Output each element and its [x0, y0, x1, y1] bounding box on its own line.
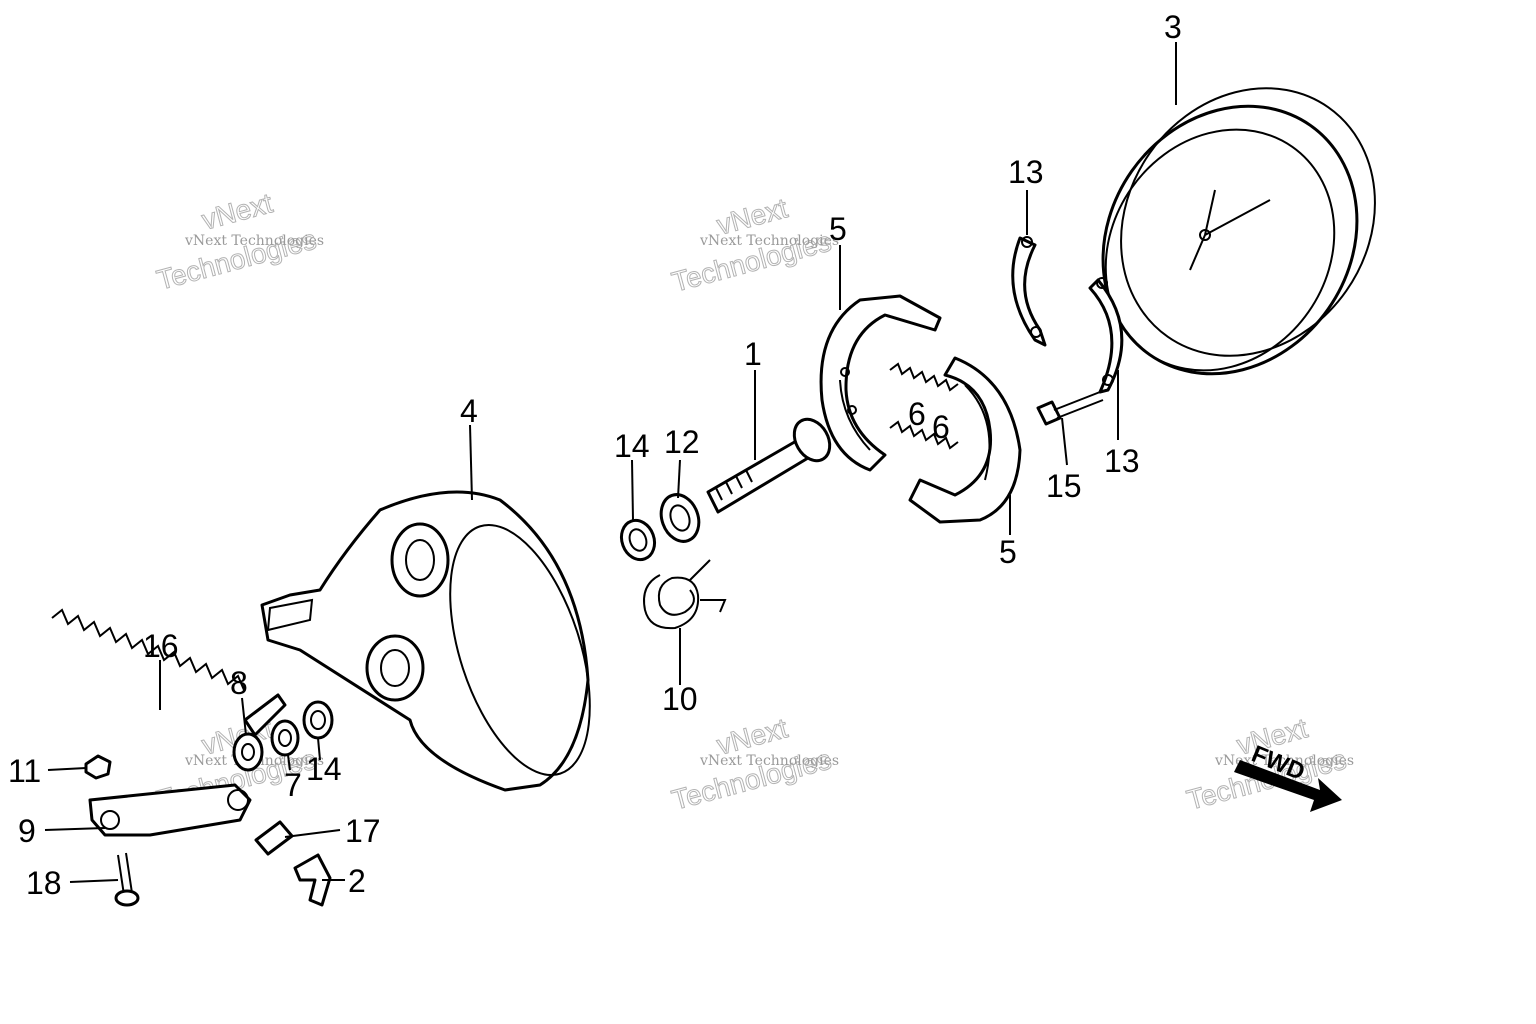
nut [84, 754, 112, 780]
callout-14-upper: 14 [614, 428, 650, 464]
watermark-center-top: vNext Technologies vNext Technologies [668, 192, 839, 299]
callout-11: 11 [8, 753, 41, 789]
watermark-small: vNext Technologies [699, 233, 839, 249]
clip [293, 853, 332, 907]
callout-13-lower: 13 [1104, 443, 1140, 479]
brake-drum [1101, 87, 1376, 376]
callout-17: 17 [345, 813, 381, 849]
shoe-clip-lower [1088, 277, 1124, 394]
torsion-spring [643, 559, 727, 630]
brake-panel [260, 490, 591, 792]
brake-shoe-left [819, 294, 942, 472]
watermark-small: vNext Technologies [699, 753, 839, 769]
callout-9: 9 [18, 813, 36, 849]
callouts: 3 13 13 15 5 5 6 6 1 12 14 4 16 8 7 14 1… [8, 9, 1182, 901]
o-ring [270, 719, 300, 757]
watermark-big-top: vNext [199, 187, 276, 236]
callout-3: 3 [1164, 9, 1182, 45]
brake-arm [88, 783, 252, 837]
forward-arrow-shape [1234, 760, 1342, 812]
return-spring-lower [889, 420, 959, 450]
callout-6-right: 6 [932, 409, 950, 445]
oil-seal-lower [302, 700, 334, 740]
callout-12: 12 [664, 424, 700, 460]
callout-6-left: 6 [908, 396, 926, 432]
callout-18: 18 [26, 865, 62, 901]
callout-13-upper: 13 [1008, 154, 1044, 190]
leader-lines [44, 42, 1177, 883]
callout-16: 16 [143, 628, 179, 664]
oil-seal-upper [619, 518, 657, 562]
return-spring-upper [889, 362, 959, 392]
watermark-small: vNext Technologies [184, 233, 324, 249]
coil-spring [51, 608, 245, 691]
arm-bolt [114, 852, 140, 907]
washer [659, 493, 701, 543]
callout-5-lower: 5 [999, 534, 1017, 570]
callout-2: 2 [348, 863, 366, 899]
callout-5-upper: 5 [829, 211, 847, 247]
callout-4: 4 [460, 393, 478, 429]
callout-15: 15 [1046, 468, 1082, 504]
callout-7: 7 [284, 767, 302, 803]
felt-seal [232, 732, 264, 772]
watermark-left: vNext Technologies vNext Technologies [153, 187, 324, 297]
callout-10: 10 [662, 681, 698, 717]
callout-8: 8 [230, 665, 248, 701]
wear-indicator-plate [243, 693, 287, 737]
brake-cam-shaft [706, 417, 832, 514]
shoe-clip-upper [1011, 236, 1047, 347]
callout-1: 1 [744, 336, 762, 372]
joint-pin [254, 820, 294, 856]
bolt [1036, 391, 1104, 426]
callout-14-lower: 14 [306, 751, 342, 787]
watermark-center-bottom: vNext Technologies vNext Technologies [668, 712, 839, 817]
brake-shoe-right [908, 356, 1022, 524]
